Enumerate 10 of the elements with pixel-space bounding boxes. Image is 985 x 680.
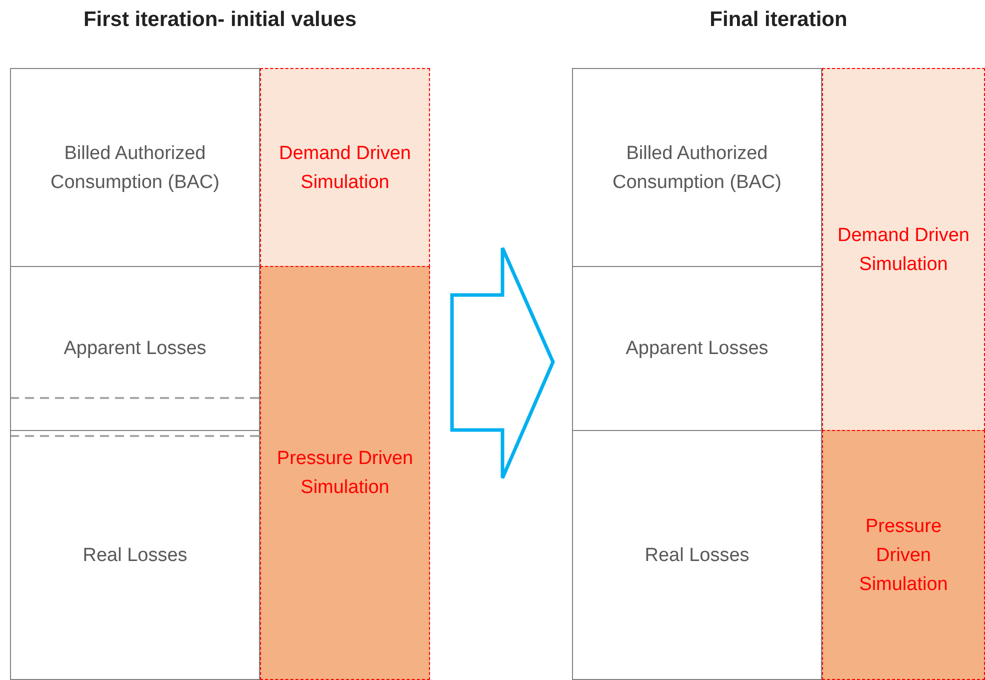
block-arrow: [450, 246, 555, 480]
simulation-box: Demand Driven Simulation: [260, 68, 430, 267]
panel-heading: Final iteration: [708, 8, 848, 32]
category-box: Apparent Losses: [572, 266, 822, 431]
panel-heading: First iteration- initial values: [82, 8, 358, 32]
simulation-box: Pressure Driven Simulation: [822, 430, 985, 680]
category-box: Real Losses: [10, 430, 260, 680]
simulation-box: Demand Driven Simulation: [822, 68, 985, 431]
category-box: Real Losses: [572, 430, 822, 680]
simulation-box: Pressure Driven Simulation: [260, 266, 430, 680]
